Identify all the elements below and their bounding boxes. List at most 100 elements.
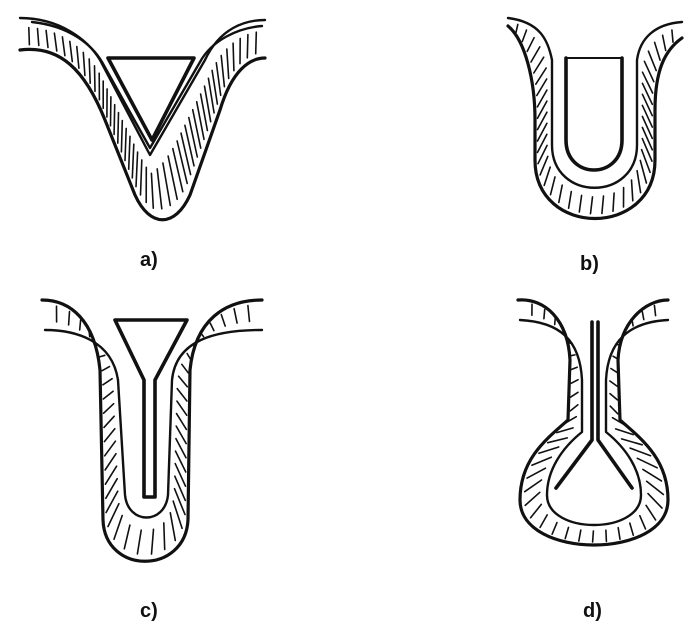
cell-tick — [103, 379, 112, 385]
cell-tick — [100, 355, 105, 357]
cell-tick — [175, 476, 186, 500]
cell-tick — [105, 454, 116, 470]
cell-tick — [38, 29, 39, 46]
cell-tick — [89, 331, 90, 337]
cell-tick — [247, 35, 248, 58]
cell-tick — [642, 83, 652, 104]
cell-tick — [555, 318, 556, 324]
cell-tick — [571, 392, 578, 397]
cell-tick — [151, 173, 153, 208]
cell-tick — [613, 193, 614, 211]
cell-tick — [70, 41, 73, 61]
panel-d-cell-ticks — [525, 304, 664, 542]
cell-tick — [129, 136, 130, 169]
cell-tick — [642, 94, 652, 115]
cell-tick — [164, 523, 165, 550]
cell-tick — [95, 66, 96, 92]
cell-tick — [104, 416, 114, 427]
cell-tick — [132, 144, 134, 178]
cell-tick — [642, 128, 652, 150]
cell-tick — [179, 376, 188, 387]
panel-b-outer-edge — [508, 26, 682, 219]
cell-tick — [539, 447, 559, 453]
cell-tick — [177, 389, 187, 401]
cell-tick — [248, 306, 250, 322]
panel-d: d) — [518, 300, 668, 622]
cell-tick — [565, 527, 568, 538]
cell-tick — [69, 312, 70, 325]
cell-tick — [571, 367, 577, 369]
cell-tick — [532, 457, 551, 465]
cell-tick — [104, 404, 114, 414]
panel-c-label: c) — [140, 600, 158, 622]
cell-tick — [632, 180, 633, 201]
cell-tick — [570, 405, 578, 411]
cell-tick — [646, 505, 656, 520]
cell-tick — [221, 315, 225, 327]
cell-tick — [663, 35, 666, 50]
cell-tick — [54, 33, 56, 51]
cell-tick — [89, 59, 90, 83]
cell-tick — [170, 513, 175, 541]
cell-tick — [606, 530, 607, 541]
cell-tick — [157, 169, 162, 209]
cell-tick — [29, 28, 30, 45]
cell-tick — [80, 320, 81, 330]
cell-tick — [569, 192, 572, 209]
cell-tick — [563, 330, 564, 334]
cell-tick — [642, 105, 652, 127]
cell-tick — [182, 364, 188, 373]
cell-tick — [540, 156, 548, 175]
cell-tick — [137, 530, 141, 554]
cell-tick — [591, 197, 593, 214]
cell-tick — [568, 342, 571, 343]
cell-tick — [233, 43, 234, 70]
cell-tick — [522, 30, 526, 41]
cell-tick — [593, 531, 594, 542]
cell-tick — [630, 448, 651, 456]
cell-tick — [177, 401, 187, 415]
cell-tick — [124, 525, 130, 549]
cell-tick — [114, 516, 122, 540]
cell-tick — [672, 30, 673, 42]
cell-tick — [531, 504, 542, 517]
cell-tick — [525, 492, 540, 505]
cell-tick — [534, 57, 544, 73]
panel-c-lumen — [115, 320, 187, 497]
cell-tick — [579, 530, 581, 541]
cell-tick — [544, 310, 545, 319]
cell-tick — [642, 139, 652, 162]
cell-tick — [118, 113, 119, 144]
cell-tick — [630, 523, 634, 535]
cell-tick — [648, 51, 656, 70]
cell-tick — [212, 70, 217, 104]
cell-tick — [531, 47, 540, 62]
cell-tick — [642, 312, 644, 320]
cell-tick — [114, 105, 115, 135]
cell-tick — [648, 494, 662, 509]
panel-d-inner-edge — [520, 320, 668, 525]
cell-tick — [579, 195, 581, 212]
panel-d-label: d) — [583, 600, 602, 622]
cell-tick — [551, 177, 556, 195]
panel-a-label: a) — [140, 249, 158, 271]
cell-tick — [602, 196, 604, 213]
cell-tick — [516, 24, 518, 32]
cell-tick — [640, 516, 646, 529]
cell-tick — [571, 355, 575, 356]
cell-tick — [125, 128, 126, 160]
cell-tick — [637, 171, 641, 193]
cell-tick — [571, 380, 578, 384]
panel-c: c) — [42, 300, 262, 622]
cell-tick — [632, 321, 633, 326]
cell-tick — [643, 469, 662, 481]
cell-tick — [46, 30, 48, 47]
cell-tick — [104, 429, 114, 442]
panel-b: b) — [508, 18, 682, 275]
panel-c-outer-edge — [42, 300, 262, 561]
cell-tick — [552, 523, 557, 535]
cell-tick — [611, 369, 617, 373]
panel-a: a) — [20, 18, 265, 271]
cell-tick — [210, 323, 214, 331]
cell-tick — [234, 309, 237, 323]
